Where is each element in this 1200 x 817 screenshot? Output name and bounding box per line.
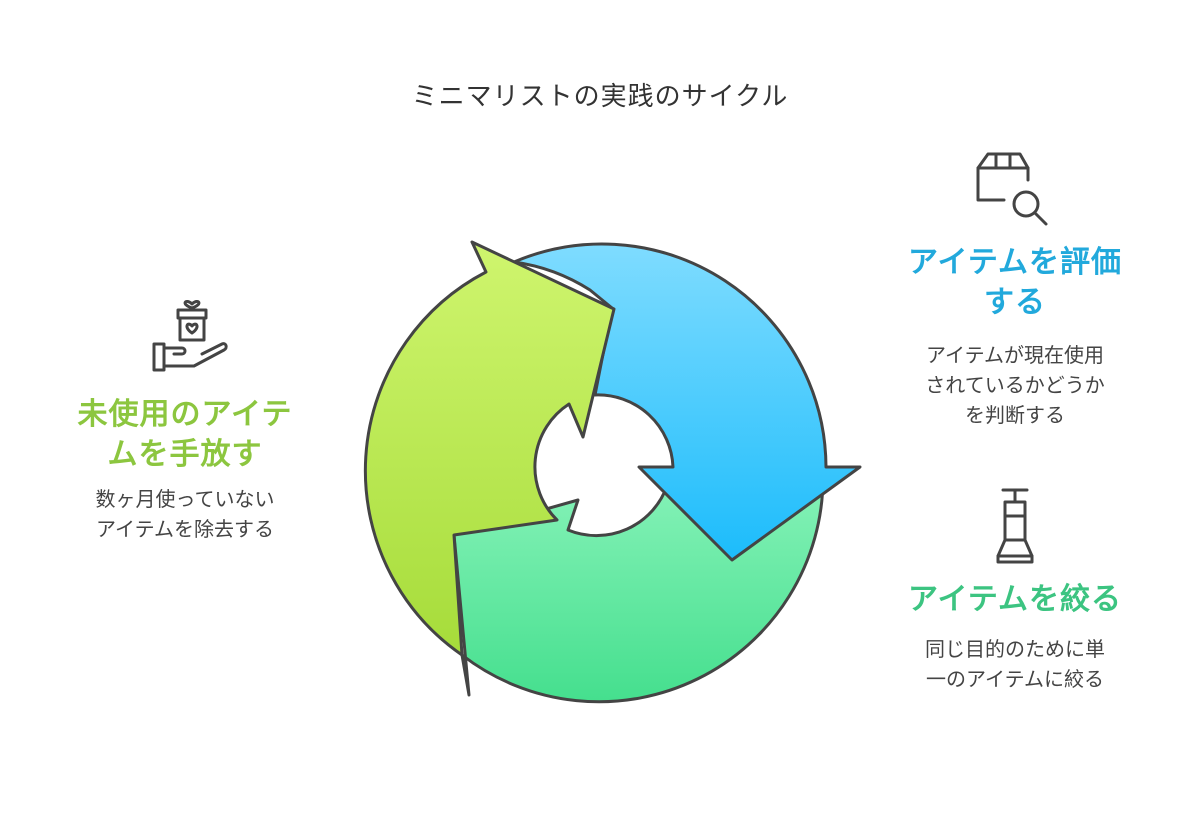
step-desc-narrow: 同じ目的のために単 一のアイテムに絞る: [885, 634, 1145, 694]
step-desc-evaluate: アイテムが現在使用 されているかどうか を判断する: [895, 340, 1135, 430]
step-desc-evaluate-line3: を判断する: [965, 403, 1065, 427]
cycle-arrow-remove: [363, 240, 616, 657]
step-desc-evaluate-line1: アイテムが現在使用: [926, 343, 1104, 367]
step-desc-remove: 数ヶ月使っていない アイテムを除去する: [60, 484, 310, 544]
step-desc-narrow-line2: 一のアイテムに絞る: [926, 667, 1104, 691]
step-desc-remove-line2: アイテムを除去する: [96, 517, 274, 541]
gift-hand-icon: [152, 300, 228, 372]
step-title-remove-line1: 未使用のアイテ: [77, 397, 293, 432]
step-desc-narrow-line1: 同じ目的のために単: [925, 637, 1105, 661]
step-title-remove: 未使用のアイテ ムを手放す: [60, 395, 310, 475]
step-title-evaluate: アイテムを評価 する: [895, 243, 1135, 323]
step-title-narrow: アイテムを絞る: [908, 582, 1122, 617]
step-title-evaluate-line1: アイテムを評価: [908, 245, 1122, 280]
step-desc-remove-line1: 数ヶ月使っていない: [95, 487, 275, 511]
step-title-remove-line2: ムを手放す: [107, 437, 263, 472]
box-search-icon: [976, 152, 1048, 226]
diagram-title: ミニマリストの実践のサイクル: [411, 82, 789, 112]
aeropress-icon: [996, 488, 1034, 564]
cycle-arrow-evaluate: [512, 242, 862, 562]
step-desc-evaluate-line2: されているかどうか: [925, 373, 1105, 397]
step-title-evaluate-line2: する: [984, 285, 1046, 320]
